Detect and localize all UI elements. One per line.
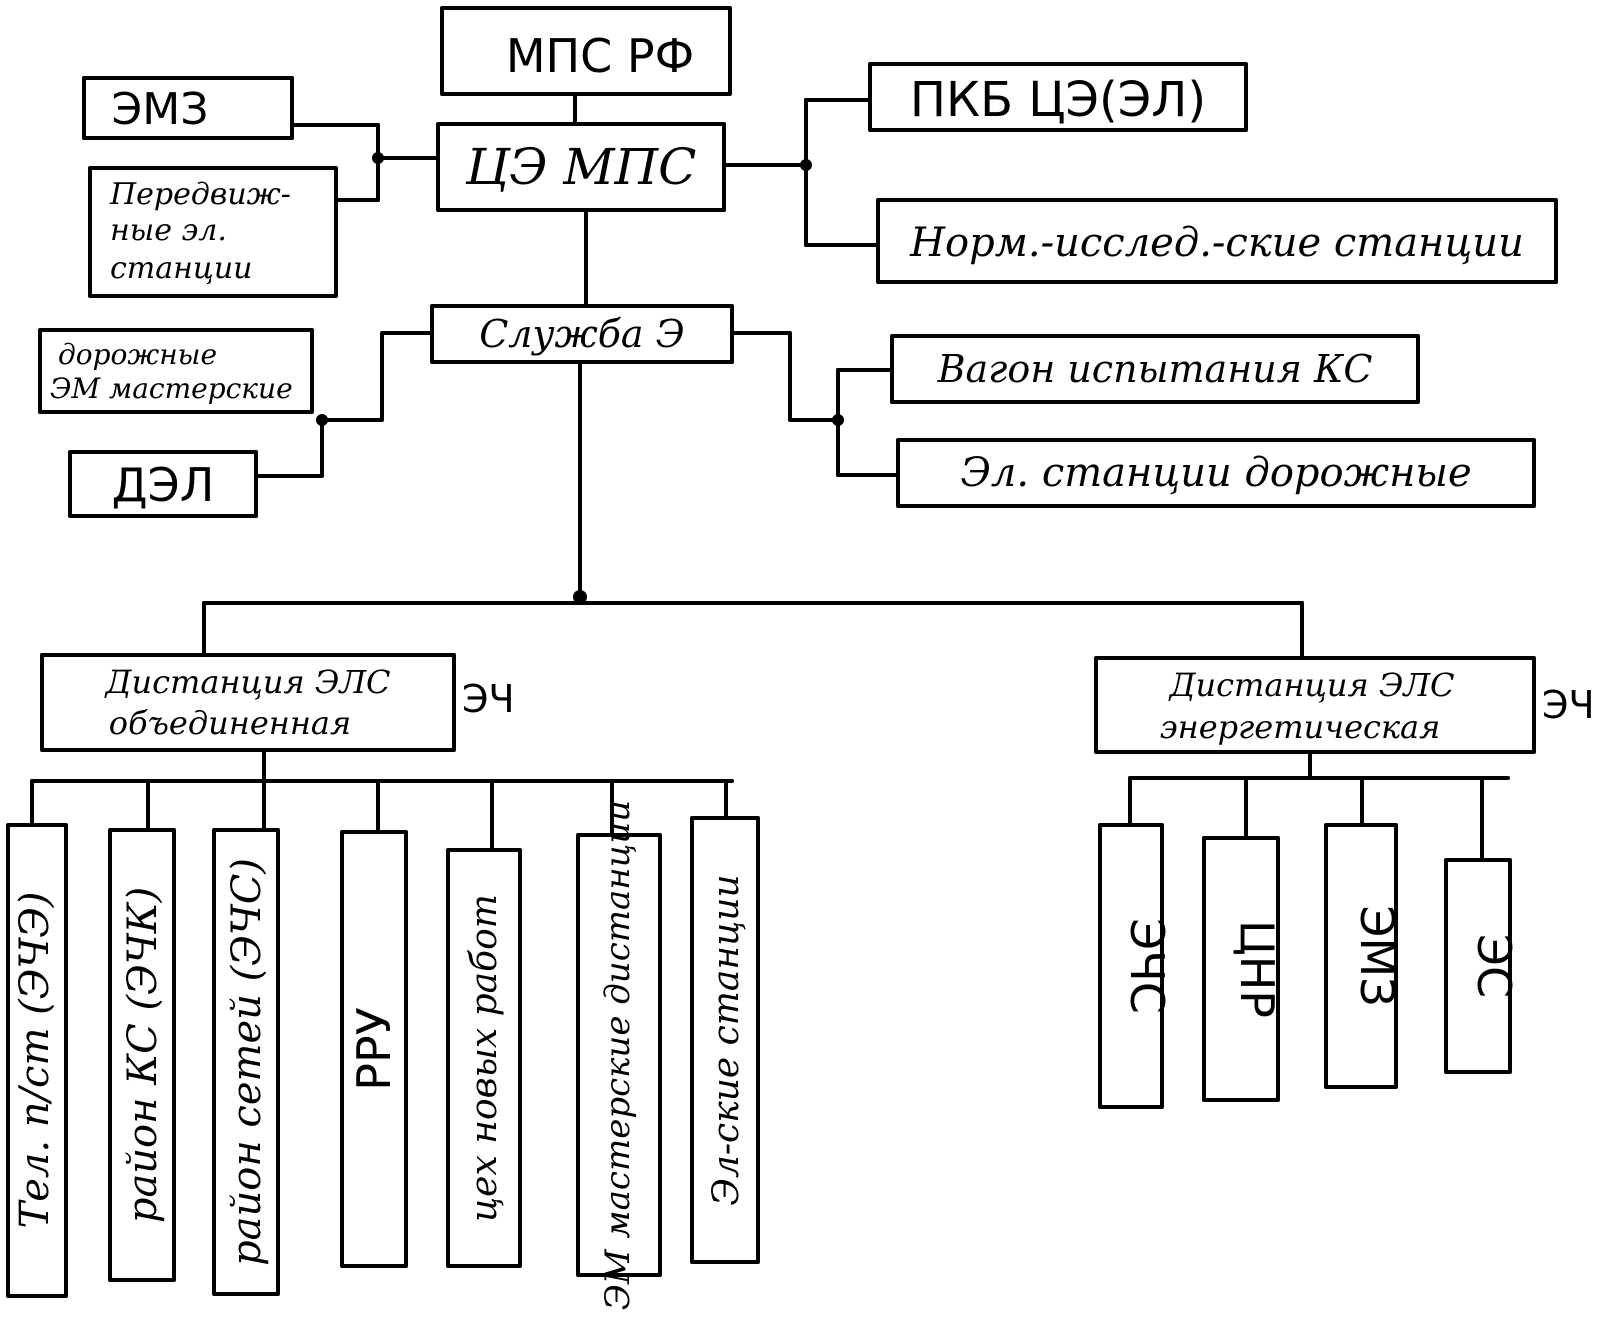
node-mobile-stations-line1: Передвиж-: [109, 177, 291, 212]
unit-em-workshops-label: ЭМ мастерские дистанции: [598, 800, 638, 1310]
node-pkb-label: ПКБ ЦЭ(ЭЛ): [910, 72, 1206, 128]
node-norm-stations-label: Норм.-исслед.-ские станции: [909, 220, 1524, 266]
unit-tel-pst: Тел. п/ст (ЭЧЭ): [6, 823, 68, 1298]
node-tse-mps-label: ЦЭ МПС: [465, 138, 697, 196]
unit-rru-label: РРУ: [347, 1007, 401, 1091]
node-distance-right: Дистанция ЭЛС энергетическая ЭЧ: [1094, 656, 1595, 754]
node-distance-left-code: ЭЧ: [462, 677, 515, 721]
node-mobile-stations-line2: ные эл.: [110, 213, 227, 248]
node-mps-rf: МПС РФ: [440, 6, 732, 96]
unit-rayon-setey-label: район сетей (ЭЧС): [224, 858, 270, 1266]
node-distance-left-line2: объединенная: [109, 704, 351, 742]
node-distance-right-code: ЭЧ: [1542, 683, 1595, 727]
junction-dot: [316, 414, 328, 426]
unit-tsnr: ЦНР: [1202, 836, 1284, 1102]
unit-new-works-label: цех новых работ: [464, 894, 505, 1222]
unit-rayon-setey: район сетей (ЭЧС): [212, 828, 280, 1296]
node-sluzhba: Служба Э: [430, 304, 734, 364]
node-road-workshops-line1: дорожные: [58, 338, 217, 371]
node-sluzhba-label: Служба Э: [479, 312, 685, 356]
unit-el-stations-label: Эл-ские станции: [706, 874, 747, 1205]
unit-el-stations: Эл-ские станции: [690, 816, 760, 1264]
node-del: ДЭЛ: [68, 450, 258, 518]
unit-emz-label: ЭМЗ: [1350, 905, 1404, 1006]
node-norm-stations: Норм.-исслед.-ские станции: [876, 198, 1558, 284]
junction-dot: [832, 414, 844, 426]
unit-echs: ЭЧС: [1098, 823, 1174, 1109]
junction-dot: [573, 590, 587, 604]
node-distance-left-line1: Дистанция ЭЛС: [103, 663, 390, 701]
unit-es-label: ЭС: [1467, 934, 1521, 998]
node-emz: ЭМЗ: [82, 76, 294, 140]
junction-dot: [800, 159, 812, 171]
node-wagon-label: Вагон испытания КС: [937, 347, 1373, 391]
unit-emz: ЭМЗ: [1324, 823, 1404, 1089]
node-pkb: ПКБ ЦЭ(ЭЛ): [868, 62, 1248, 132]
unit-rru: РРУ: [340, 830, 408, 1268]
node-mps-rf-label: МПС РФ: [506, 29, 694, 83]
unit-tel-pst-label: Тел. п/ст (ЭЧЭ): [12, 892, 58, 1229]
unit-rayon-ks: район КС (ЭЧК): [108, 828, 176, 1282]
unit-echs-label: ЭЧС: [1120, 918, 1174, 1014]
node-distance-right-line1: Дистанция ЭЛС: [1167, 666, 1454, 704]
node-road-stations-label: Эл. станции дорожные: [960, 450, 1471, 496]
node-distance-right-line2: энергетическая: [1160, 708, 1441, 746]
node-mobile-stations-line3: станции: [110, 251, 252, 286]
node-emz-label: ЭМЗ: [112, 84, 209, 135]
connectors: [30, 92, 1510, 862]
unit-rayon-ks-label: район КС (ЭЧК): [120, 887, 166, 1223]
unit-tsnr-label: ЦНР: [1230, 920, 1284, 1018]
node-road-stations: Эл. станции дорожные: [896, 438, 1536, 508]
unit-es: ЭС: [1444, 858, 1521, 1074]
node-road-workshops-line2: ЭМ мастерские: [50, 372, 293, 405]
unit-em-workshops: ЭМ мастерские дистанции: [576, 800, 662, 1310]
junction-dot: [372, 152, 384, 164]
node-mobile-stations: Передвиж- ные эл. станции: [88, 166, 338, 298]
node-road-workshops: дорожные ЭМ мастерские: [38, 328, 314, 414]
node-tse-mps: ЦЭ МПС: [436, 122, 726, 212]
unit-new-works: цех новых работ: [446, 848, 522, 1268]
node-del-label: ДЭЛ: [112, 458, 215, 512]
node-distance-left: Дистанция ЭЛС объединенная ЭЧ: [40, 653, 515, 752]
node-wagon: Вагон испытания КС: [890, 334, 1420, 404]
junction-dots: [316, 152, 844, 604]
